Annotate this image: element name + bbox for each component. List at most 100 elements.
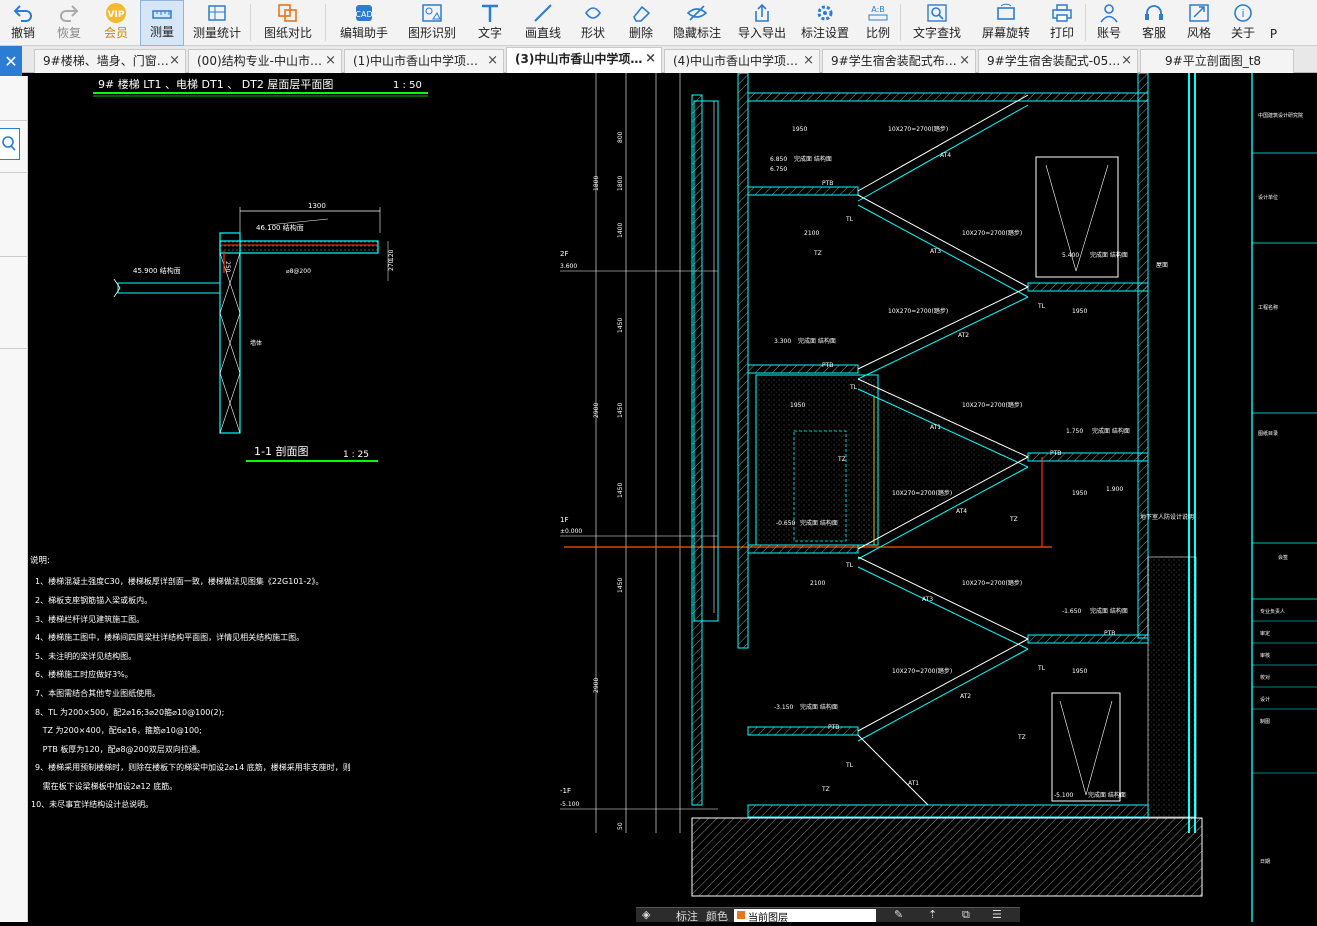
stack-icon[interactable]: ☰: [992, 908, 1002, 921]
svg-text:TL: TL: [1037, 665, 1046, 672]
close-sidebar-icon[interactable]: ✕: [0, 46, 22, 76]
measure-button[interactable]: 测量: [140, 0, 184, 46]
svg-text:-5.100: -5.100: [1054, 792, 1074, 799]
printer-icon: [1050, 2, 1074, 24]
print-button[interactable]: 打印: [1039, 0, 1085, 46]
tab-document-4-active[interactable]: (3)中山市香山中学项…×: [506, 47, 662, 73]
plan-title: 9# 楼梯 LT1 、电梯 DT1 、 DT2 屋面层平面图: [98, 77, 333, 91]
hide-marks-button[interactable]: 隐藏标注: [664, 0, 730, 46]
redo-button[interactable]: 恢复: [46, 0, 92, 46]
svg-text:TL: TL: [845, 562, 854, 569]
text-button[interactable]: 文字: [462, 0, 518, 46]
close-icon[interactable]: ×: [325, 53, 336, 68]
arrow-up-icon[interactable]: ⇡: [928, 908, 938, 921]
layer-select[interactable]: 当前图层: [734, 909, 876, 924]
svg-text:工程名称: 工程名称: [1258, 304, 1278, 311]
search-icon: [2, 136, 16, 151]
layer-icon[interactable]: ◈: [642, 908, 651, 921]
note-line: 8、TL 为200×500，配2⌀16;3⌀20箍⌀10@100(2);: [35, 707, 224, 717]
style-button[interactable]: 风格: [1176, 0, 1222, 46]
tab-document-2[interactable]: (00)结构专业-中山市…×: [188, 49, 342, 73]
close-icon[interactable]: ×: [487, 53, 498, 68]
compare-button[interactable]: 图纸对比: [251, 0, 325, 46]
svg-text:日期: 日期: [1260, 859, 1270, 865]
general-notes: 说明: 1、楼梯混凝土强度C30，楼梯板厚详剖面一致，楼梯做法见图集《22G10…: [30, 555, 351, 809]
svg-text:1450: 1450: [617, 578, 624, 593]
dim-1300: 1300: [308, 202, 326, 210]
tab-document-3[interactable]: (1)中山市香山中学项…×: [344, 49, 504, 73]
expand-icon: [1187, 2, 1211, 24]
close-icon[interactable]: ×: [1121, 53, 1132, 68]
compare-icon: [276, 2, 300, 24]
line-button[interactable]: 画直线: [518, 0, 568, 46]
svg-text:设计单位: 设计单位: [1258, 194, 1278, 201]
copy-icon[interactable]: ⧉: [962, 908, 970, 921]
svg-text:10X270=2700(踏步): 10X270=2700(踏步): [888, 307, 948, 315]
shape-button[interactable]: 形状: [568, 0, 618, 46]
measure-stats-button[interactable]: 测量统计: [184, 0, 250, 46]
scale-badge-text: A:B: [871, 5, 885, 14]
svg-text:-1.650: -1.650: [1062, 608, 1082, 615]
close-icon[interactable]: ×: [803, 53, 814, 68]
svg-text:AT1: AT1: [930, 424, 941, 431]
eye-slash-icon: [685, 2, 709, 24]
account-button[interactable]: 账号: [1086, 0, 1132, 46]
note-line: 5、未注明的梁详见结构图。: [35, 651, 136, 661]
more-button[interactable]: P: [1269, 27, 1278, 41]
close-icon[interactable]: ×: [169, 53, 180, 68]
svg-text:6.750: 6.750: [770, 166, 787, 173]
toolbar-divider: [1085, 4, 1086, 41]
svg-text:1F: 1F: [560, 516, 568, 524]
label-wall: 墙体: [250, 339, 262, 347]
gear-icon: [813, 2, 837, 24]
mark-settings-button[interactable]: 标注设置: [794, 0, 856, 46]
tab-document-5[interactable]: (4)中山市香山中学项…×: [664, 49, 820, 73]
svg-text:TL: TL: [849, 384, 858, 391]
svg-text:完成面 结构面: 完成面 结构面: [800, 703, 838, 711]
tab-document-8[interactable]: 9#平立剖面图_t8: [1140, 49, 1294, 73]
svg-text:AT3: AT3: [922, 596, 933, 603]
import-export-icon: [750, 2, 774, 24]
tab-document-1[interactable]: 9#楼梯、墙身、门窗…×: [34, 49, 186, 73]
svg-text:-1F: -1F: [560, 787, 571, 795]
tab-document-6[interactable]: 9#学生宿舍装配式布…×: [822, 49, 976, 73]
svg-text:完成面 结构面: 完成面 结构面: [1092, 427, 1130, 435]
svg-text:设计: 设计: [1260, 696, 1270, 703]
svg-text:TL: TL: [845, 216, 854, 223]
svg-text:1800: 1800: [593, 176, 600, 191]
screen-rotate-button[interactable]: 屏幕旋转: [973, 0, 1039, 46]
stats-ruler-icon: [205, 2, 229, 24]
svg-text:图纸目录: 图纸目录: [1258, 430, 1278, 437]
vip-icon: VIP: [104, 2, 128, 24]
erase-button[interactable]: 删除: [618, 0, 664, 46]
search-text-icon: [925, 2, 949, 24]
tab-document-7[interactable]: 9#学生宿舍装配式-05…×: [978, 49, 1138, 73]
pencil-icon[interactable]: ✎: [894, 908, 904, 921]
note-line: 4、楼梯施工图中，楼梯间四周梁柱详结构平面图，详情见相关结构施工图。: [35, 632, 304, 642]
note-line: 6、楼梯施工时应做好3%。: [35, 669, 133, 679]
close-icon[interactable]: ×: [959, 53, 970, 68]
svg-text:1950: 1950: [1072, 490, 1087, 497]
svg-text:CAD: CAD: [355, 10, 372, 19]
bottombar-label: 颜色: [706, 910, 728, 923]
svg-text:1950: 1950: [790, 402, 805, 409]
drawing-canvas[interactable]: 9# 楼梯 LT1 、电梯 DT1 、 DT2 屋面层平面图 1 : 50 13…: [28, 72, 1317, 922]
svg-text:PTB: PTB: [822, 362, 833, 369]
sidebar-divider: [0, 172, 27, 173]
svg-text:会签: 会签: [1278, 554, 1288, 561]
sidebar-divider: [0, 120, 27, 121]
shape-icon: [581, 2, 605, 24]
sidebar-search-button[interactable]: [0, 128, 20, 160]
import-export-button[interactable]: 导入导出: [730, 0, 794, 46]
text-search-button[interactable]: 文字查找: [901, 0, 973, 46]
undo-button[interactable]: 撤销: [0, 0, 46, 46]
service-button[interactable]: 客服: [1132, 0, 1176, 46]
shape-recognize-button[interactable]: 图形识别: [402, 0, 462, 46]
vip-badge-text: VIP: [108, 10, 125, 20]
note-line: 7、本图需结合其他专业图纸使用。: [35, 688, 160, 698]
close-icon[interactable]: ×: [645, 51, 656, 66]
